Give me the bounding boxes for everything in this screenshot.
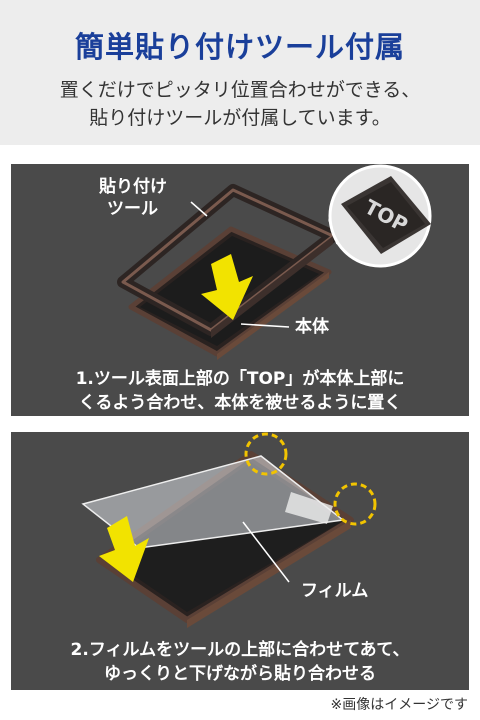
step1-caption-line-1: 1.ツール表面上部の「TOP」が本体上部に [75,369,405,389]
step2-caption-line-1: 2.フィルムをツールの上部に合わせてあて、 [70,640,410,660]
header-band: 簡単貼り付けツール付属 置くだけでピッタリ位置合わせができる、 貼り付けツールが… [0,0,480,145]
step1-caption-line-2: くるよう合わせ、本体を被せるように置く [78,393,402,413]
film-leader-line [242,521,290,583]
body-leader-line [240,323,290,328]
tool-label-line-1: 貼り付け [99,177,167,197]
tool-leader-line [190,201,208,217]
step2-illustration [81,432,377,628]
tool-label: 貼り付け ツール [99,176,167,220]
down-arrow-icon [201,254,253,320]
step1-panel: TOP 貼り付け ツール 本体 1.ツール表面上部の「TOP」が本体上部に くる… [11,164,469,416]
down-arrow-icon-2 [99,516,149,582]
step2-caption: 2.フィルムをツールの上部に合わせてあて、 ゆっくりと下げながら貼り合わせる [11,638,469,686]
step1-illustration: TOP [117,164,432,360]
step2-panel: フィルム 2.フィルムをツールの上部に合わせてあて、 ゆっくりと下げながら貼り合… [11,432,469,690]
tool-label-line-2: ツール [107,199,158,219]
subtitle-line-1: 置くだけでピッタリ位置合わせができる、 [59,79,421,101]
body-label: 本体 [295,317,329,337]
top-mark-zoom: TOP [328,164,432,268]
page-subtitle: 置くだけでピッタリ位置合わせができる、 貼り付けツールが付属しています。 [0,76,480,132]
step1-caption: 1.ツール表面上部の「TOP」が本体上部に くるよう合わせ、本体を被せるように置… [11,367,469,415]
subtitle-line-2: 貼り付けツールが付属しています。 [89,107,391,129]
step2-caption-line-2: ゆっくりと下げながら貼り合わせる [104,664,376,684]
image-disclaimer: ※画像はイメージです [330,697,468,713]
page-title: 簡単貼り付けツール付属 [74,30,405,64]
highlight-circle-top [244,432,288,476]
film-label: フィルム [301,581,369,601]
highlight-circle-right [333,482,377,526]
